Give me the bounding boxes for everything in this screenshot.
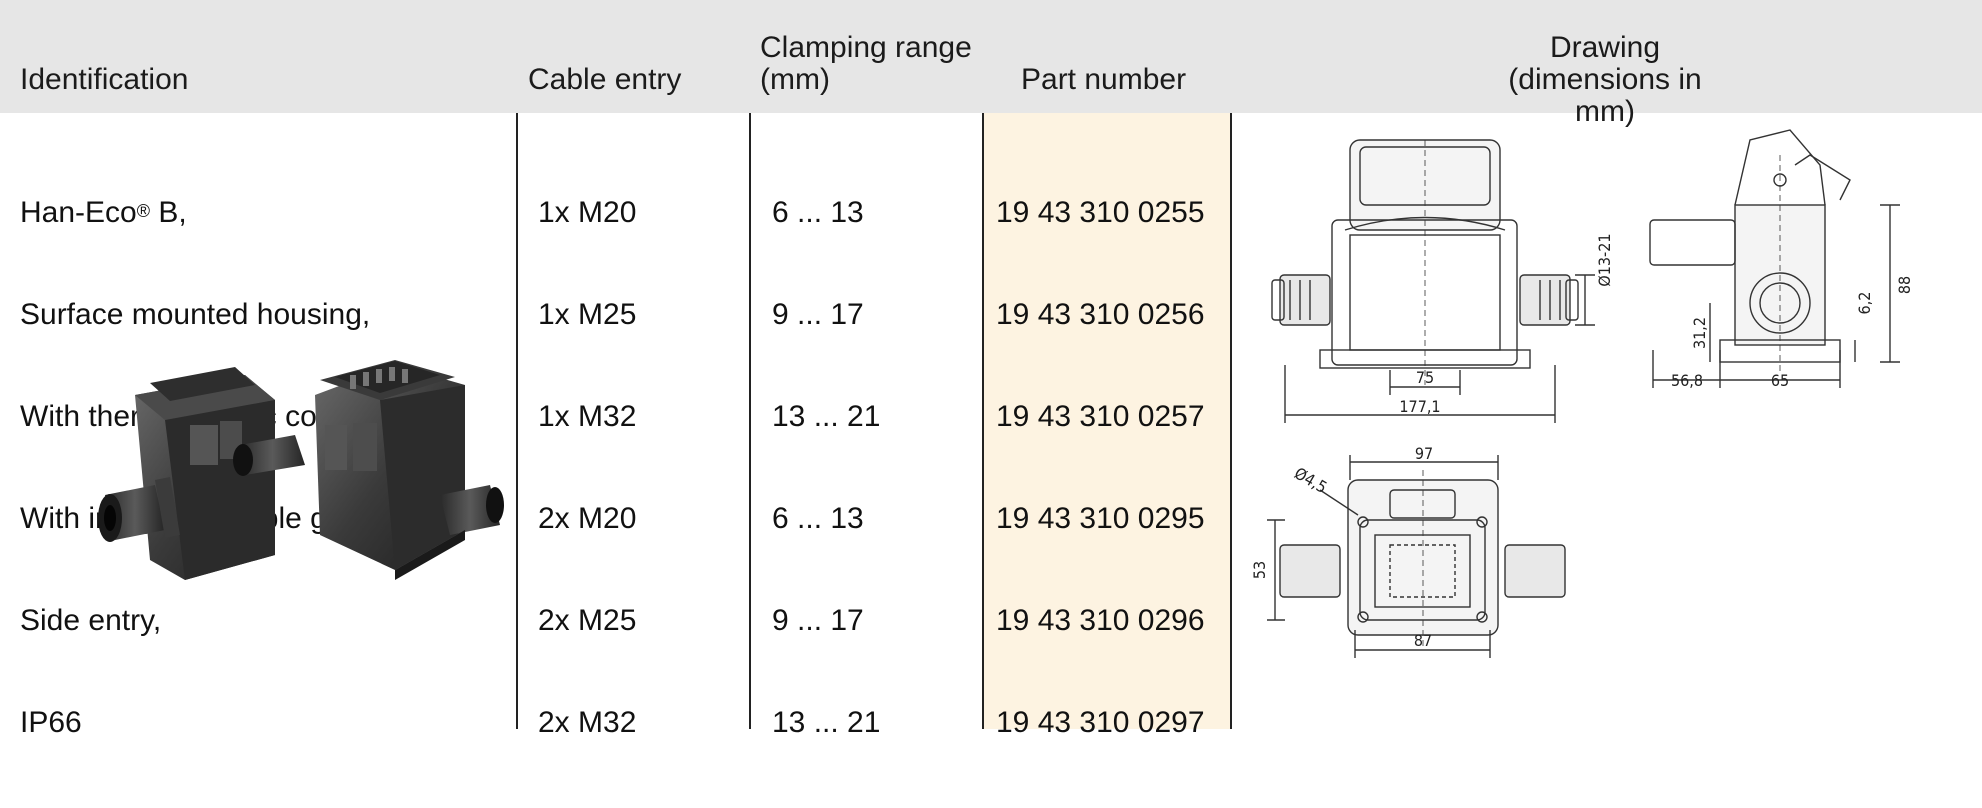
part-number-column-bg [984,113,1230,729]
housing-right [233,360,504,580]
part-number-cell[interactable]: 19 43 310 0257 [996,400,1205,433]
column-divider [749,113,751,729]
clamping-range-column: 6 ... 13 9 ... 17 13 ... 21 6 ... 13 9 .… [772,128,880,808]
identification-line: Side entry, [20,604,162,637]
column-divider [1230,113,1232,729]
top-view [1267,455,1566,658]
part-number-cell[interactable]: 19 43 310 0256 [996,298,1205,331]
brand-name: Han-Eco [20,196,137,229]
dim-31-label: 31,2 [1690,317,1709,349]
header-clamping-line2: (mm) [760,63,830,96]
brand-suffix: B, [149,196,187,229]
clamping-range-cell: 9 ... 17 [772,298,864,331]
part-number-cell[interactable]: 19 43 310 0296 [996,604,1205,637]
header-drawing-line2: (dimensions in mm) [1508,63,1702,128]
part-number-cell[interactable]: 19 43 310 0297 [996,706,1205,739]
dim-88-label: 88 [1895,276,1914,294]
header-drawing-line1: Drawing [1549,31,1661,64]
column-divider [982,113,984,729]
cable-entry-column: 1x M20 1x M25 1x M32 2x M20 2x M25 2x M3… [538,128,636,808]
side-view [1649,129,1900,388]
dim-97-label: 97 [1415,444,1433,463]
product-table: Identification Cable entry Clamping rang… [0,0,1982,739]
clamping-range-cell: 9 ... 17 [772,604,864,637]
dim-568-label: 56,8 [1671,371,1703,390]
technical-drawing: Ø13-21 75 177,1 31,2 6,2 88 56,8 65 97 Ø… [1250,129,1914,658]
header-clamping-line1: Clamping range [760,31,972,64]
clamping-range-cell: 6 ... 13 [772,502,864,535]
header-identification: Identification [20,63,189,96]
dim-65-label: 65 [1771,371,1789,390]
cable-entry-cell: 1x M32 [538,400,637,433]
part-number-cell[interactable]: 19 43 310 0295 [996,502,1205,535]
dim-75-label: 75 [1416,368,1434,387]
column-divider [516,113,518,729]
part-number-column: 19 43 310 0255 19 43 310 0256 19 43 310 … [996,128,1205,808]
header-drawing: Drawing (dimensions in mm) [1475,32,1735,128]
cable-entry-cell: 2x M32 [538,706,637,739]
cable-entry-cell: 1x M20 [538,196,637,229]
identification-line: Han-Eco® B, [20,196,392,230]
registered-mark: ® [136,201,150,221]
front-view [1271,139,1595,423]
dim-177-label: 177,1 [1399,397,1440,416]
part-number-cell[interactable]: 19 43 310 0255 [996,196,1205,229]
dim-53-label: 53 [1250,561,1269,579]
table-header: Identification Cable entry Clamping rang… [0,0,1982,128]
dim-87-label: 87 [1414,631,1432,650]
cable-entry-cell: 1x M25 [538,298,637,331]
header-clamping-range: Clamping range (mm) [760,32,972,96]
clamping-range-cell: 13 ... 21 [772,400,881,433]
identification-line: Surface mounted housing, [20,298,371,331]
product-photo [98,360,504,580]
dim-hole-label: Ø4,5 [1291,463,1330,497]
identification-line: IP66 [20,706,82,739]
clamping-range-cell: 6 ... 13 [772,196,864,229]
cable-entry-cell: 2x M25 [538,604,637,637]
clamping-range-cell: 13 ... 21 [772,706,881,739]
header-part-number: Part number [1021,63,1187,96]
dim-diameter-label: Ø13-21 [1595,233,1614,286]
dim-62-label: 6,2 [1855,292,1874,315]
header-cable-entry: Cable entry [528,63,682,96]
cable-entry-cell: 2x M20 [538,502,637,535]
